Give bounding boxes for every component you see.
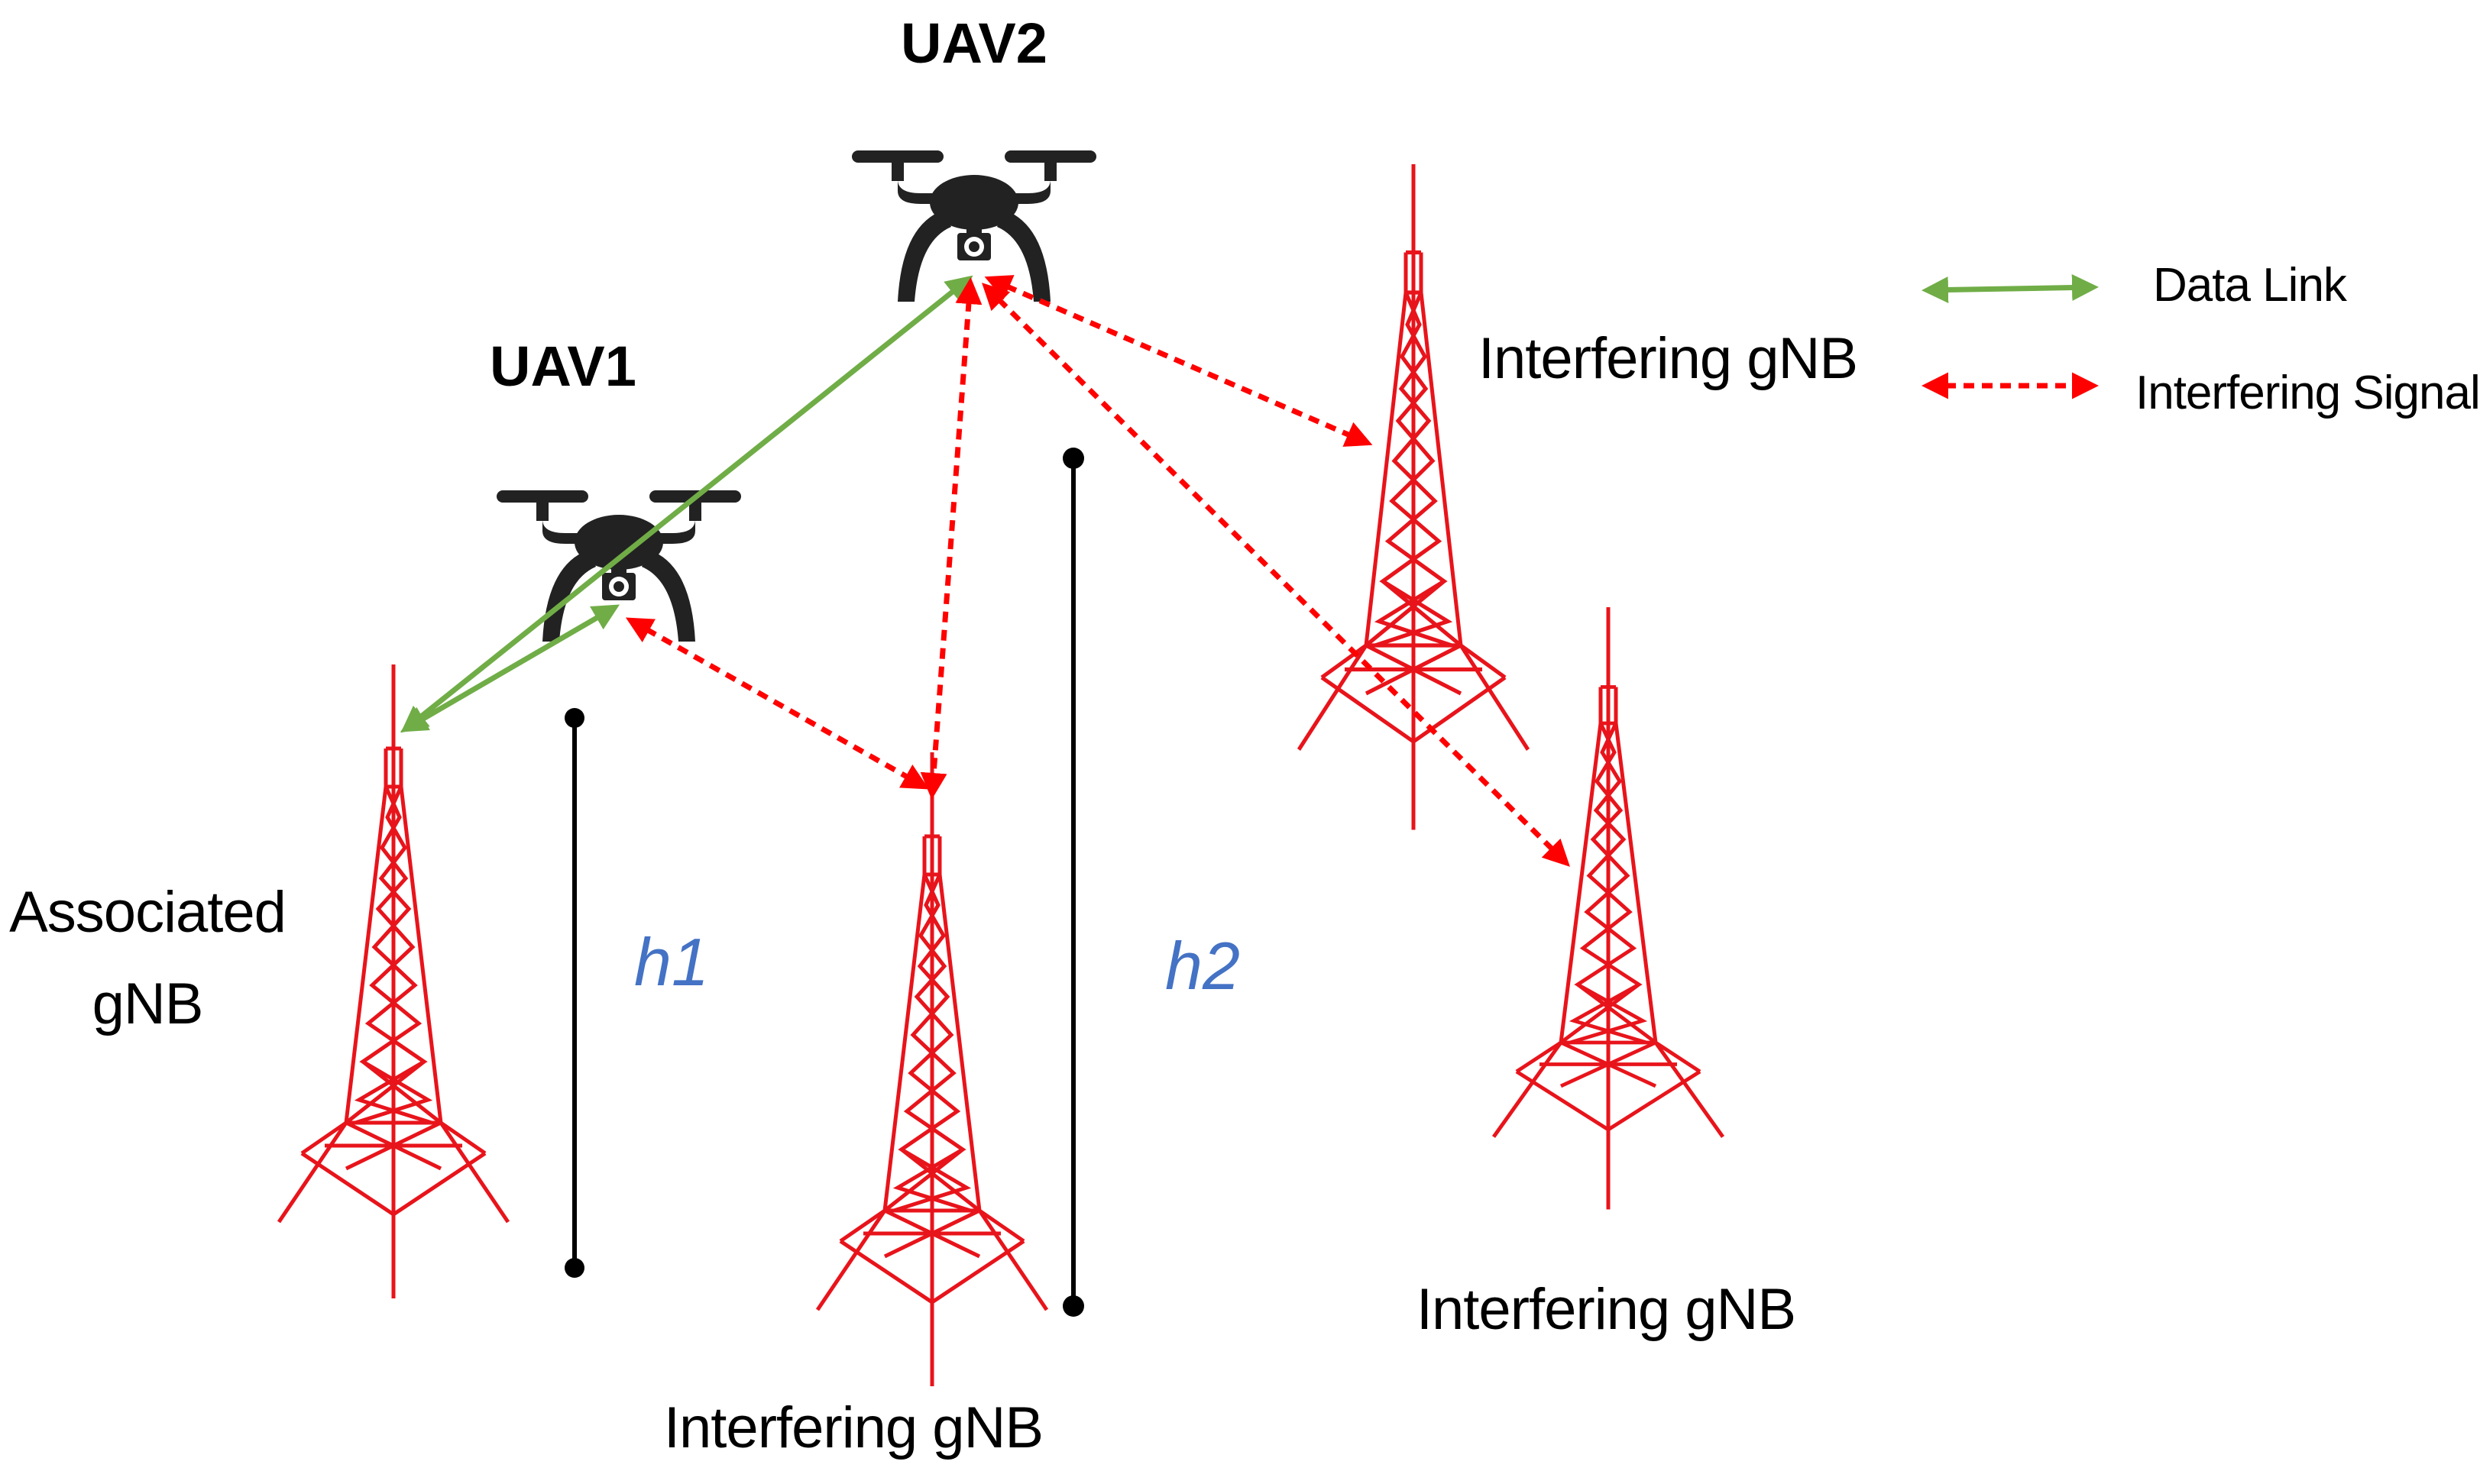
legend-data-link-arrow <box>1922 274 2099 303</box>
uav2-drone-icon <box>852 150 1096 302</box>
legend-data-link-label: Data Link <box>2153 259 2348 312</box>
height-label-h2: h2 <box>1165 928 1240 1004</box>
associated-gnb-label-line2: gNB <box>92 972 203 1036</box>
interfering-signal-uav2-upper-right <box>984 275 1373 447</box>
associated-gnb-tower-icon <box>279 664 508 1298</box>
height-label-h1: h1 <box>634 924 709 1000</box>
uav1-drone-icon <box>497 490 741 642</box>
interfering-signal-uav1-center <box>625 617 930 790</box>
interfering-signal-uav2-center <box>920 277 983 800</box>
interfering-gnb-lower-right-label: Interfering gNB <box>1416 1277 1795 1342</box>
interfering-gnb-center-label: Interfering gNB <box>664 1395 1043 1460</box>
height-marker-h1 <box>565 708 584 1278</box>
height-marker-h2 <box>1063 448 1084 1317</box>
associated-gnb-label-line1: Associated <box>9 880 286 945</box>
uav1-label: UAV1 <box>490 335 636 398</box>
legend-interfering-signal-label: Interfering Signal <box>2135 367 2480 419</box>
legend: Data Link Interfering Signal <box>1922 259 2480 419</box>
data-link-associated-uav1 <box>400 604 620 732</box>
uav2-label: UAV2 <box>901 11 1047 75</box>
interfering-gnb-lower-right-tower-icon <box>1494 607 1723 1210</box>
interfering-gnb-upper-right-tower-icon <box>1299 164 1528 830</box>
interfering-signal-uav2-lower-right <box>982 283 1570 867</box>
interfering-gnb-upper-right-label: Interfering gNB <box>1478 326 1857 391</box>
interfering-gnb-center-tower-icon <box>817 752 1047 1386</box>
data-link-associated-uav2 <box>400 275 973 733</box>
